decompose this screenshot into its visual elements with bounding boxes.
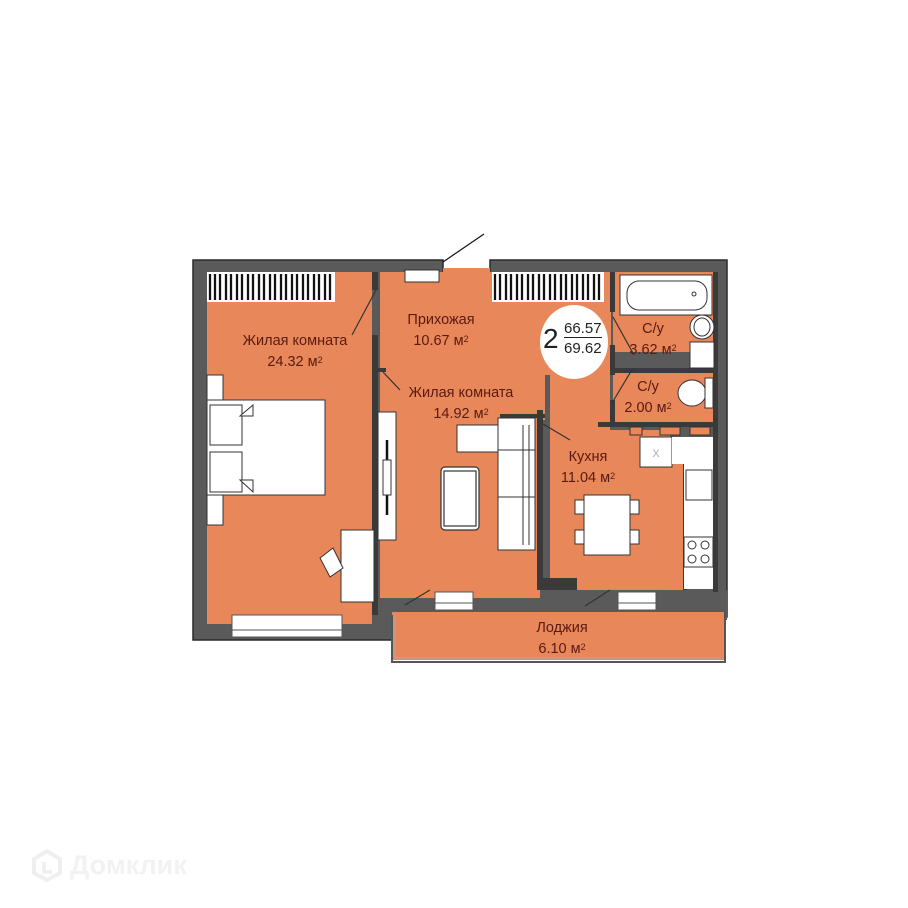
toilet xyxy=(677,377,714,409)
room-label-hallway: Прихожая 10.67 м2 xyxy=(407,310,474,352)
windows xyxy=(231,591,657,638)
room-name: Лоджия xyxy=(536,620,588,636)
apartment-area-badge: 2 66.57 69.62 xyxy=(540,305,608,379)
room-label-loggia: Лоджия 6.10 м2 xyxy=(536,618,587,660)
partition xyxy=(629,426,711,436)
living-area: 66.57 xyxy=(564,320,602,338)
domclick-watermark: Домклик xyxy=(30,848,187,882)
room-area: 6.10 м2 xyxy=(538,641,586,657)
tv-stand xyxy=(377,411,397,541)
sink xyxy=(689,314,715,369)
room-label-kitchen: Кухня 11.04 м2 xyxy=(561,447,615,489)
room-name: С/у xyxy=(637,379,659,395)
bathtub xyxy=(619,274,713,316)
room-label-wc: С/у 2.00 м2 xyxy=(624,377,671,419)
radiator-left xyxy=(207,272,335,302)
watermark-text: Домклик xyxy=(70,849,187,880)
sofa xyxy=(456,417,536,551)
svg-text:X: X xyxy=(652,448,660,460)
room-name: С/у xyxy=(642,321,664,337)
room-name: Кухня xyxy=(568,449,608,465)
bed xyxy=(206,374,326,526)
door-swings xyxy=(351,289,635,607)
room-name: Прихожая xyxy=(407,312,475,328)
entrance-door xyxy=(404,233,485,283)
room-area: 3.62 м2 xyxy=(629,342,677,358)
room-area: 24.32 м2 xyxy=(267,354,323,370)
room-label-bathroom: С/у 3.62 м2 xyxy=(629,319,676,361)
room-label-living-room: Жилая комната 14.92 м2 xyxy=(409,383,514,425)
room-name: Жилая комната xyxy=(242,333,348,349)
radiator-right xyxy=(492,272,604,302)
total-area: 69.62 xyxy=(564,340,602,357)
coffee-table xyxy=(440,466,480,531)
room-area: 2.00 м2 xyxy=(624,400,672,416)
room-name: Жилая комната xyxy=(408,385,514,401)
room-area: 11.04 м2 xyxy=(560,470,616,486)
desk xyxy=(319,529,375,603)
rooms-count: 2 xyxy=(543,323,559,354)
domclick-logo-icon xyxy=(32,848,62,882)
room-area: 10.67 м2 xyxy=(413,333,469,349)
room-area: 14.92 м2 xyxy=(433,406,489,422)
kitchen-counter: X xyxy=(639,436,714,589)
room-label-bedroom: Жилая комната 24.32 м2 xyxy=(243,331,348,373)
dining-table xyxy=(574,494,640,556)
